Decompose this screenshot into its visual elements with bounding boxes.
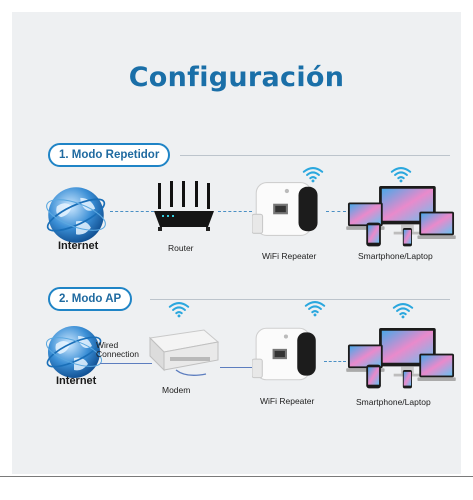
- link-router-repeater: [218, 211, 252, 212]
- wired-connection-label: Wired Connection: [96, 340, 140, 359]
- clients-label-2: Smartphone/Laptop: [356, 397, 431, 407]
- mode-2-divider: [150, 299, 450, 300]
- router-label: Router: [168, 243, 194, 253]
- link-modem-repeater: [220, 367, 252, 368]
- wifi-repeater-icon: [252, 172, 326, 246]
- internet-label-1: Internet: [58, 240, 99, 252]
- internet-label-2: Internet: [56, 375, 97, 387]
- mode-1-label: 1. Modo Repetidor: [48, 143, 171, 167]
- devices-icon: [346, 186, 456, 250]
- link-repeater-devices-2: [324, 361, 346, 362]
- mode-2-label: 2. Modo AP: [48, 287, 133, 311]
- wifi-signal-icon: [304, 300, 326, 317]
- link-repeater-devices: [326, 211, 346, 212]
- modem-icon: [148, 329, 220, 377]
- link-internet-modem: [100, 363, 152, 364]
- link-internet-router: [110, 211, 154, 212]
- globe-icon: [44, 183, 108, 247]
- bottom-divider: [0, 476, 473, 477]
- repeater-label-2: WiFi Repeater: [260, 396, 315, 406]
- wifi-signal-icon: [168, 301, 190, 318]
- wifi-signal-icon: [392, 302, 414, 319]
- mode-1-divider: [180, 155, 450, 156]
- globe-icon: [44, 322, 104, 382]
- repeater-label-1: WiFi Repeater: [262, 251, 317, 261]
- clients-label-1: Smartphone/Laptop: [358, 251, 433, 261]
- wifi-signal-icon: [390, 166, 412, 183]
- wifi-repeater-icon: [252, 318, 324, 390]
- diagram-panel: [12, 12, 461, 474]
- page-title: Configuración: [128, 62, 345, 93]
- modem-label: Modem: [162, 385, 191, 395]
- devices-icon: [346, 328, 456, 392]
- wifi-signal-icon: [302, 166, 324, 183]
- router-icon: [154, 181, 214, 231]
